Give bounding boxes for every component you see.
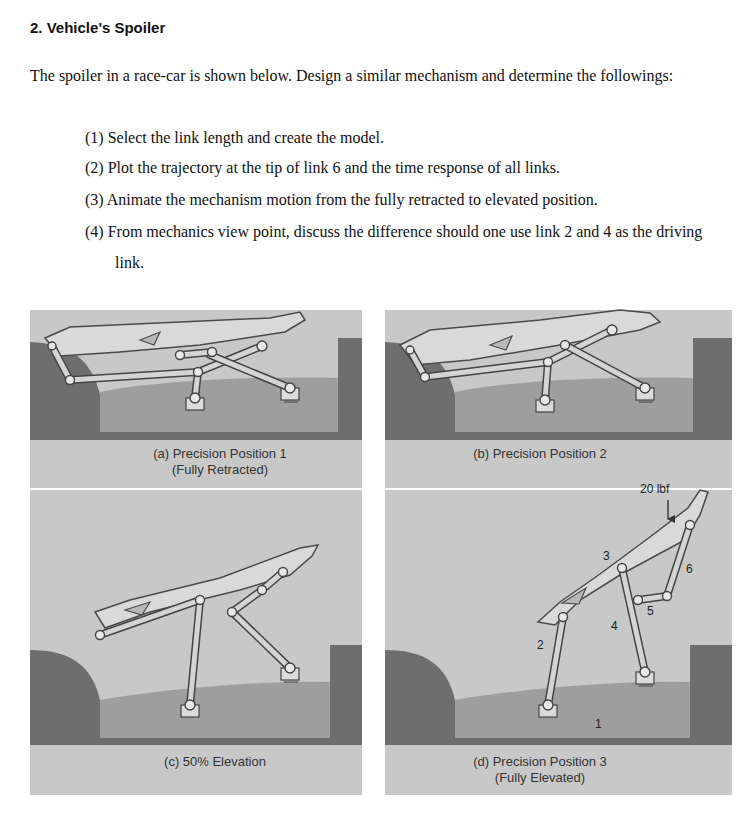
force-label: 20 lbf [640, 482, 669, 496]
callout-number: 2 [537, 638, 544, 652]
title: 2. Vehicle's Spoiler [30, 19, 165, 37]
panel-d-picture [385, 490, 732, 795]
panel-a-picture [30, 310, 362, 488]
callout-number: 4 [611, 619, 618, 633]
problem-text: The spoiler in a race-car is shown below… [30, 59, 690, 92]
task-item: (2) Plot the trajectory at the tip of li… [85, 152, 735, 183]
panel-c-picture [30, 490, 362, 795]
callout-number: 3 [603, 549, 610, 563]
callout-number: 1 [595, 717, 602, 731]
callout-number: 5 [647, 604, 654, 618]
figure-panel: (d) Precision Position 3 (Fully Elevated… [385, 490, 732, 795]
figure-panel: (a) Precision Position 1 (Fully Retracte… [30, 310, 362, 488]
figure-caption: (d) Precision Position 3 (Fully Elevated… [460, 754, 620, 786]
task-item: (3) Animate the mechanism motion from th… [85, 184, 735, 215]
task-item: (1) Select the link length and create th… [85, 122, 735, 153]
figure-panel: (b) Precision Position 2 [385, 310, 732, 488]
figure-panel: (c) 50% Elevation [30, 490, 362, 795]
panel-b-picture [385, 310, 732, 488]
figure-caption: (a) Precision Position 1 (Fully Retracte… [140, 446, 300, 478]
figure-caption: (c) 50% Elevation [115, 754, 315, 770]
task-item: (4) From mechanics view point, discuss t… [85, 216, 735, 278]
callout-number: 6 [686, 562, 693, 576]
figure-caption: (b) Precision Position 2 [440, 446, 640, 462]
